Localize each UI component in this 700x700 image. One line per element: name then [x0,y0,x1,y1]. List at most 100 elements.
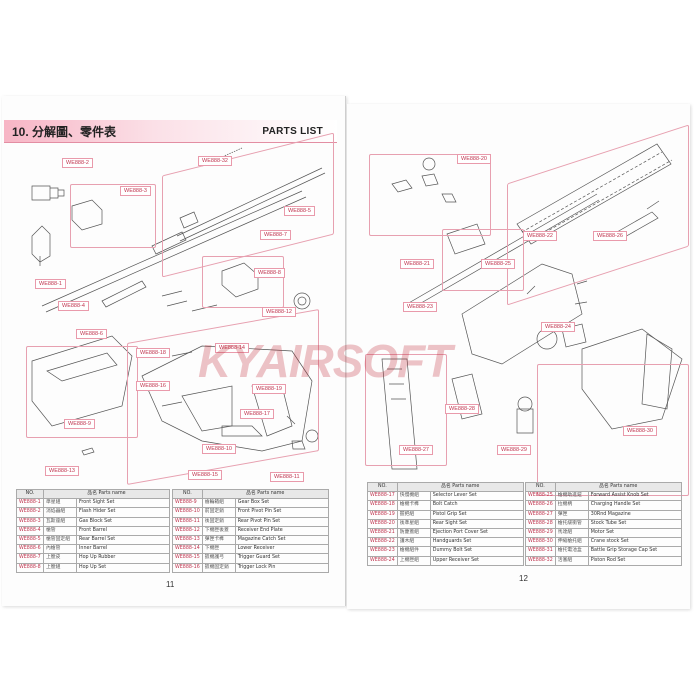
part-number: WE888-19 [367,509,398,520]
left-page: 10. 分解圖、零件表 PARTS LIST [2,96,346,606]
part-name-zh: 上機匣組 [396,555,431,566]
part-name-zh: 瓦斯座組 [43,516,77,527]
part-number: WE888-28 [525,518,556,529]
part-name-zh: 上膛皮 [43,553,77,564]
part-name-en: Selector Lever Set [429,491,524,502]
watermark-logo: KYAIRSOFT [198,335,452,387]
part-name-zh: 活塞組 [554,555,589,566]
part-name-zh: 準星組 [43,498,77,509]
part-number: WE888-24 [367,555,398,566]
col-no: NO. [525,481,556,493]
callout: WE888-7 [260,230,291,240]
col-name: 品名 Parts name [554,481,682,493]
part-name-en: Trigger Lock Pin [234,562,329,573]
callout: WE888-12 [262,307,296,317]
part-number: WE888-30 [525,537,556,548]
part-name-en: Battle Grip Storage Cap Set [587,546,682,557]
part-name-en: Charging Handle Set [587,500,682,511]
callout: WE888-23 [403,302,437,312]
part-name-zh: 前固定銷 [201,507,236,518]
callout: WE888-5 [284,206,315,216]
callout: WE888-26 [593,231,627,241]
part-number: WE888-21 [367,527,398,539]
part-name-zh: 槍托緩衝管 [554,518,589,529]
part-name-zh: 槍機助進鈕 [554,491,589,502]
group-box [202,256,284,308]
part-name-zh: 快慢機組 [396,491,431,502]
page-number: 12 [519,574,528,583]
part-name-zh: 握把組 [396,509,431,520]
part-name-en: Front Sight Set [76,498,170,509]
part-number: WE888-11 [172,516,203,527]
callout: WE888-25 [481,259,515,269]
part-name-en: Forward Assist Knob Set [587,491,682,502]
part-number: WE888-32 [525,555,556,566]
part-name-en: Hop Up Rubber [76,553,170,564]
col-no: NO. [367,481,398,493]
part-name-en: Piston Rod Set [587,555,682,566]
part-number: WE888-31 [525,546,556,557]
group-box [537,364,689,496]
part-name-zh: 伸縮槍托組 [554,537,589,548]
section-title-bar: 10. 分解圖、零件表 PARTS LIST [4,120,337,143]
part-name-en: Magazine Catch Set [234,534,329,546]
part-number: WE888-15 [172,553,203,564]
part-name-en: Pistol Grip Set [429,509,524,520]
part-name-en: Receiver End Plate [234,525,329,536]
part-name-zh: 扳機護弓 [201,553,236,564]
part-name-en: Dummy Bolt Set [429,546,524,557]
part-number: WE888-12 [172,525,203,536]
part-number: WE888-9 [172,498,203,509]
part-name-en: Front Barrel [76,525,170,536]
part-name-en: Gear Box Set [234,498,329,509]
part-number: WE888-3 [16,516,44,527]
part-number: WE888-13 [172,534,203,546]
callout: WE888-19 [252,384,286,394]
part-name-zh: 槍管 [43,525,77,536]
part-number: WE888-27 [525,509,556,520]
group-box [70,184,156,248]
callout: WE888-22 [523,231,557,241]
part-name-en: Lower Receiver [234,544,329,555]
part-number: WE888-8 [16,562,44,573]
part-name-en: Flash Hider Set [76,507,170,518]
callout: WE888-17 [240,409,274,419]
callout: WE888-13 [45,466,79,476]
part-number: WE888-25 [525,491,556,502]
right-exploded-diagram [381,143,683,470]
part-number: WE888-20 [367,518,398,529]
callout: WE888-30 [623,426,657,436]
part-name-zh: 彈匣 [554,509,589,520]
part-name-zh: 護木組 [396,537,431,548]
part-name-zh: 後固定銷 [201,516,236,527]
part-name-zh: 下機匣 [201,544,236,555]
part-name-zh: 後準星組 [396,518,431,529]
group-box [442,229,524,291]
callout: WE888-4 [58,301,89,311]
part-name-en: Ejection Port Cover Set [429,527,524,539]
part-name-zh: 內槍管 [43,544,77,555]
part-number: WE888-18 [367,500,398,511]
part-name-en: Rear Pivot Pin Set [234,516,329,527]
